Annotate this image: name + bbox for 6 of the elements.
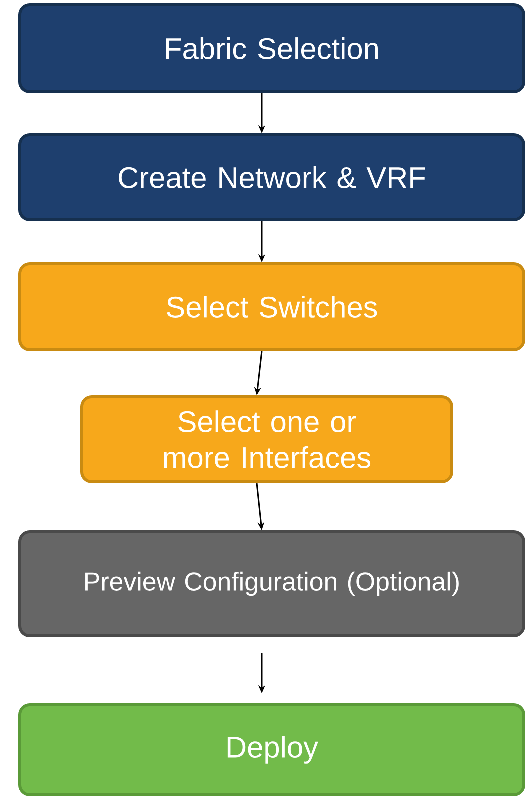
process-box: Select Switches [18, 262, 526, 352]
process-box: Fabric Selection [18, 4, 526, 94]
process-box: Create Network & VRF [18, 134, 526, 222]
process-box: Deploy [18, 704, 526, 796]
process-box: Select one or more Interfaces [80, 396, 454, 484]
process-box: Preview Configuration (Optional) [18, 530, 526, 638]
